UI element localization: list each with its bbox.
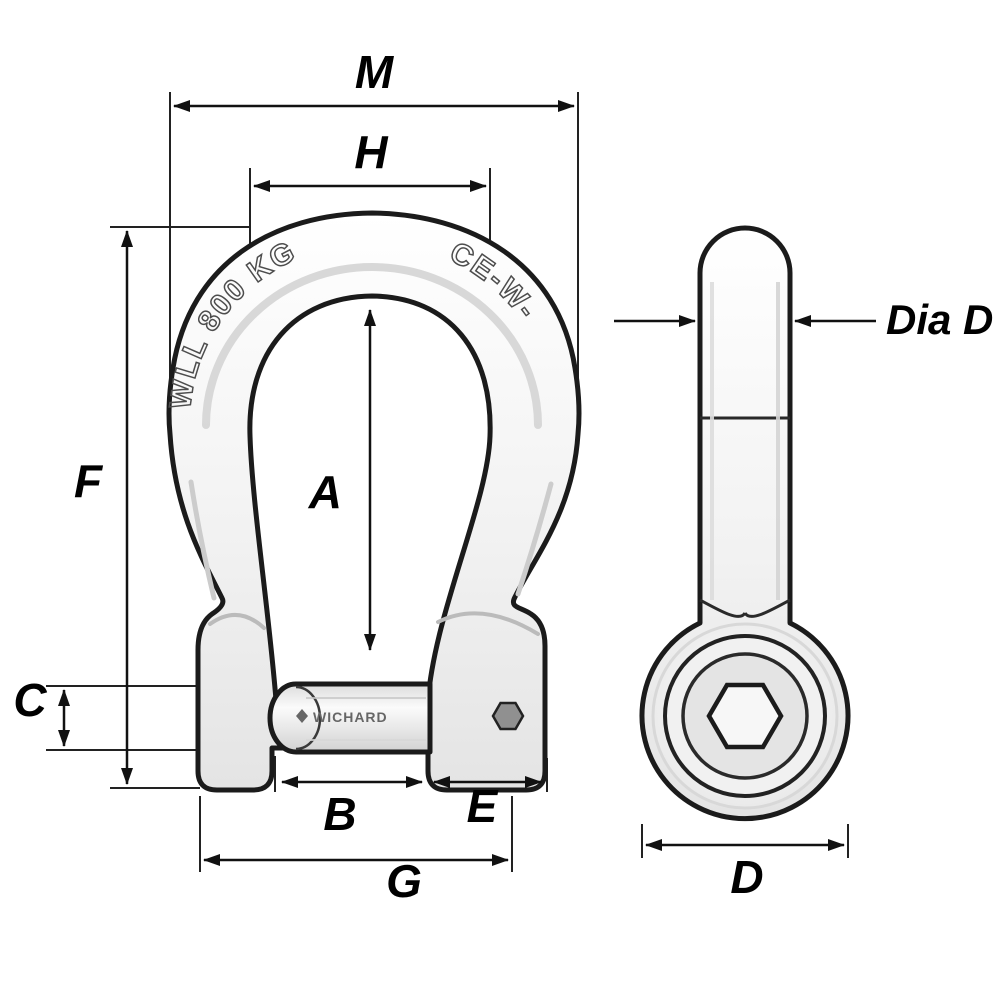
dim-f: F	[74, 230, 133, 785]
right-ear-shading-accent	[436, 611, 540, 636]
dim-g: G	[203, 854, 509, 907]
left-leg-shading-accent	[188, 479, 217, 601]
dim-label-f: F	[74, 455, 104, 507]
pin-cap-edge	[295, 685, 322, 751]
dim-label-d: D	[730, 851, 763, 903]
dim-label-g: G	[386, 855, 422, 907]
dim-b: B	[281, 776, 423, 840]
hex-socket-icon	[706, 682, 784, 750]
brand-logo-icon	[296, 709, 308, 723]
dim-label-dia-d: Dia D	[886, 296, 993, 343]
ear-hex-socket-icon	[491, 701, 525, 731]
left-ear-shading-accent	[208, 612, 266, 630]
right-leg-shading-accent	[515, 481, 554, 597]
dim-d: D	[641, 824, 849, 903]
dim-label-e: E	[467, 780, 499, 832]
dim-c: C	[13, 674, 70, 747]
front-view: WLL 800 KG CE-W- WICHARD M H A	[13, 46, 582, 907]
dim-label-c: C	[13, 674, 47, 726]
dim-label-m: M	[355, 46, 395, 98]
dim-a: A	[308, 309, 376, 651]
dim-e: E	[433, 776, 542, 832]
collar-scallop-left	[699, 598, 747, 618]
dim-label-a: A	[308, 466, 342, 518]
pin-cylinder	[267, 681, 433, 755]
shackle-pin: WICHARD	[267, 681, 433, 755]
side-view: Dia D D	[614, 225, 993, 903]
dim-label-h: H	[354, 126, 388, 178]
collar-scallop-right	[743, 598, 791, 618]
dim-dia-d: Dia D	[614, 296, 993, 343]
bow-shading-accent	[202, 263, 542, 429]
pin-brand-text: WICHARD	[313, 709, 388, 725]
dim-m: M	[173, 46, 575, 112]
dim-h: H	[253, 126, 487, 192]
dim-label-b: B	[323, 788, 356, 840]
